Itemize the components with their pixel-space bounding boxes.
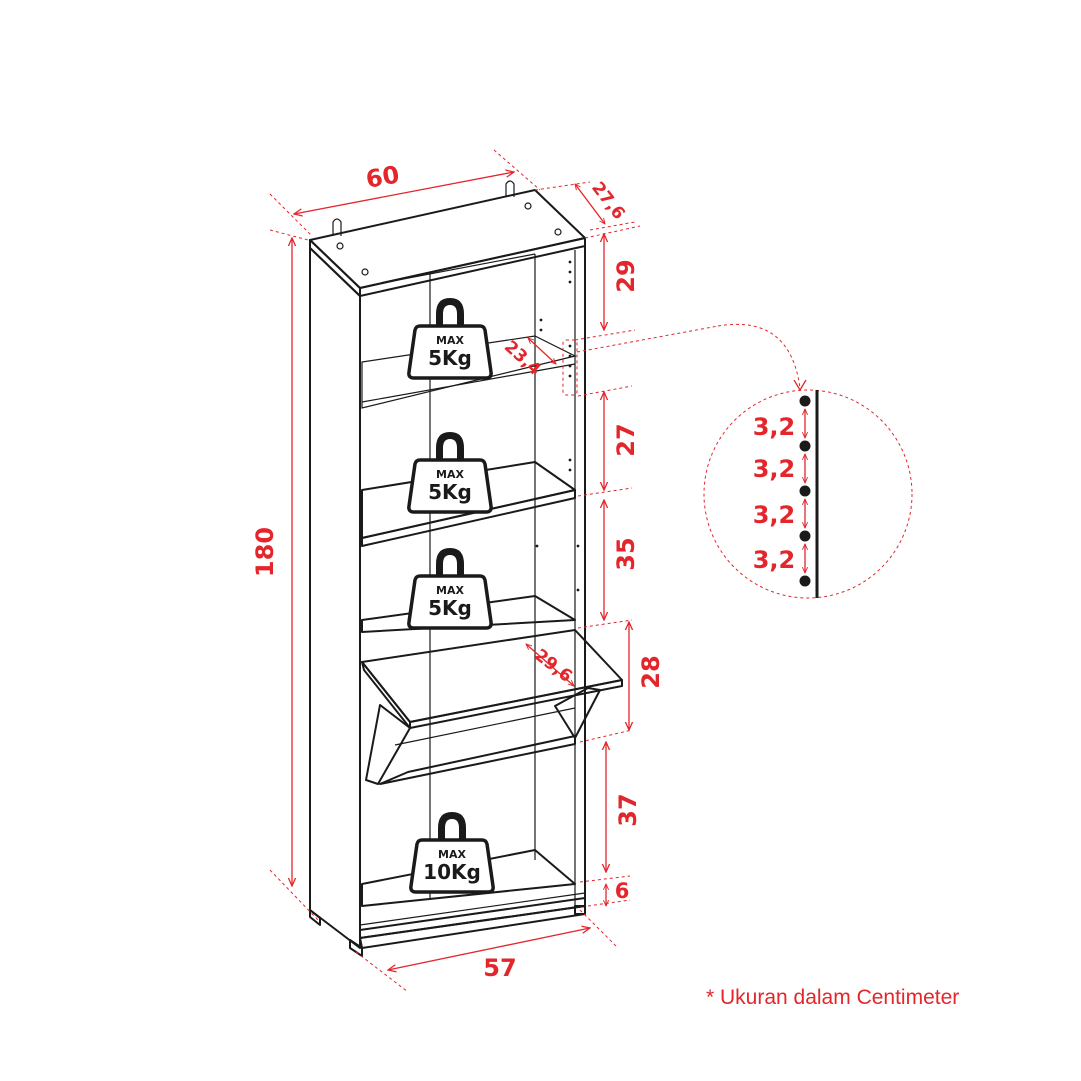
weight-icon-second: MAX 5Kg (407, 430, 493, 514)
svg-text:MAX: MAX (438, 848, 466, 861)
units-footnote: * Ukuran dalam Centimeter (706, 986, 960, 1009)
dim-width-top: 60 (364, 160, 402, 193)
dim-depth-top: 27,6 (587, 178, 629, 223)
hole-spacing-label: 3,2 (753, 501, 796, 529)
dim-gap-bottom: 37 (614, 793, 642, 826)
hole-spacing-label: 3,2 (753, 546, 796, 574)
dim-height-total: 180 (251, 527, 279, 577)
dim-gap-top: 29 (612, 259, 640, 292)
weight-icon-third: MAX 5Kg (407, 546, 493, 630)
dim-gap-flap: 28 (637, 655, 665, 688)
dim-gap-second: 27 (612, 423, 640, 456)
hole-spacing-label: 3,2 (753, 413, 796, 441)
dim-plinth: 6 (615, 879, 630, 903)
hole-spacing-callout (703, 389, 913, 599)
dim-flap-depth: 29,6 (530, 645, 575, 687)
svg-text:MAX: MAX (436, 584, 464, 597)
dimension-lines (269, 149, 807, 993)
dim-gap-third: 35 (612, 537, 640, 570)
dim-width-bottom: 57 (483, 954, 516, 982)
svg-text:5Kg: 5Kg (428, 346, 472, 370)
hole-spacing-label: 3,2 (753, 455, 796, 483)
svg-text:10Kg: 10Kg (423, 860, 481, 884)
svg-text:5Kg: 5Kg (428, 596, 472, 620)
weight-icon-bottom: MAX 10Kg (409, 810, 495, 894)
svg-text:5Kg: 5Kg (428, 480, 472, 504)
weight-icon-top: MAX 5Kg (407, 296, 493, 380)
svg-text:MAX: MAX (436, 334, 464, 347)
svg-text:MAX: MAX (436, 468, 464, 481)
